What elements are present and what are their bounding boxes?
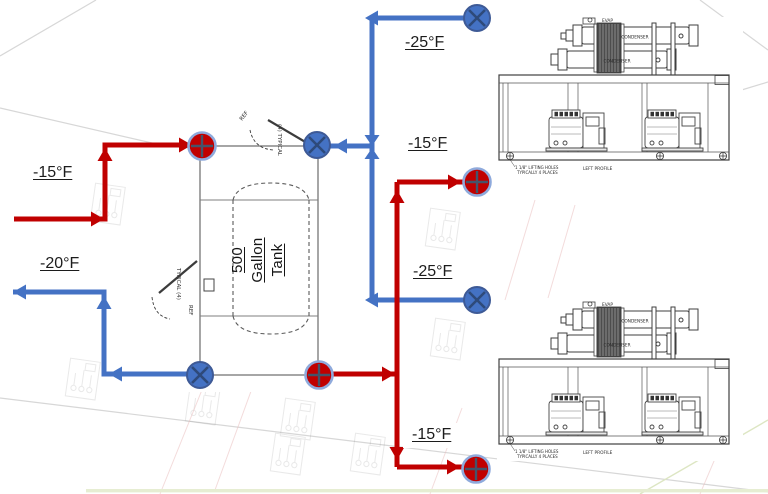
bottom-sheet-band bbox=[86, 489, 768, 493]
tank-drawing bbox=[199, 145, 319, 376]
tank-vessel-dashed bbox=[232, 182, 310, 335]
tank-port-square bbox=[203, 278, 215, 292]
tank-label-line2: Gallon bbox=[249, 237, 266, 283]
temp-label-supply-mid: -15°F bbox=[399, 132, 457, 157]
return-port-symbols bbox=[186, 4, 491, 389]
temp-label-supply-left: -15°F bbox=[24, 161, 82, 186]
supply-port-tank-top-left bbox=[187, 131, 217, 161]
return-port-mid bbox=[463, 286, 491, 314]
top-typical-label: (4) TYPICAL bbox=[276, 124, 282, 157]
supply-port-tank-bottom-right bbox=[304, 360, 334, 390]
left-typical-label: TYPICAL (4) bbox=[175, 267, 181, 300]
return-port-top bbox=[463, 4, 491, 32]
temp-label-return-top: -25°F bbox=[396, 31, 454, 56]
return-arrows bbox=[13, 10, 380, 382]
supply-port-bottom bbox=[461, 454, 491, 484]
supply-port-mid bbox=[462, 167, 492, 197]
supply-port-symbols bbox=[187, 131, 492, 484]
chiller-unit-top bbox=[496, 17, 744, 178]
temp-label-return-left: -20°F bbox=[31, 252, 89, 277]
return-port-tank-bottom-left bbox=[186, 361, 214, 389]
supply-arrows bbox=[91, 137, 461, 475]
temp-label-return-mid: -25°F bbox=[404, 260, 462, 285]
tank-label: 500 Gallon Tank bbox=[226, 212, 290, 308]
temp-label-supply-bottom: -15°F bbox=[403, 423, 461, 448]
flow-converge-bottom bbox=[364, 148, 380, 159]
tank-label-line1: 500 bbox=[229, 247, 246, 273]
left-ref-label: REF bbox=[187, 305, 193, 315]
top-ref-label: REF bbox=[239, 110, 250, 122]
tank-label-line3: Tank bbox=[269, 243, 286, 277]
flow-converge-top bbox=[364, 135, 380, 146]
chiller-unit-bottom bbox=[496, 301, 744, 462]
callout-annotations: REF (4) TYPICAL TYPICAL (4) REF bbox=[151, 110, 308, 320]
return-port-tank-top-right bbox=[303, 131, 331, 159]
